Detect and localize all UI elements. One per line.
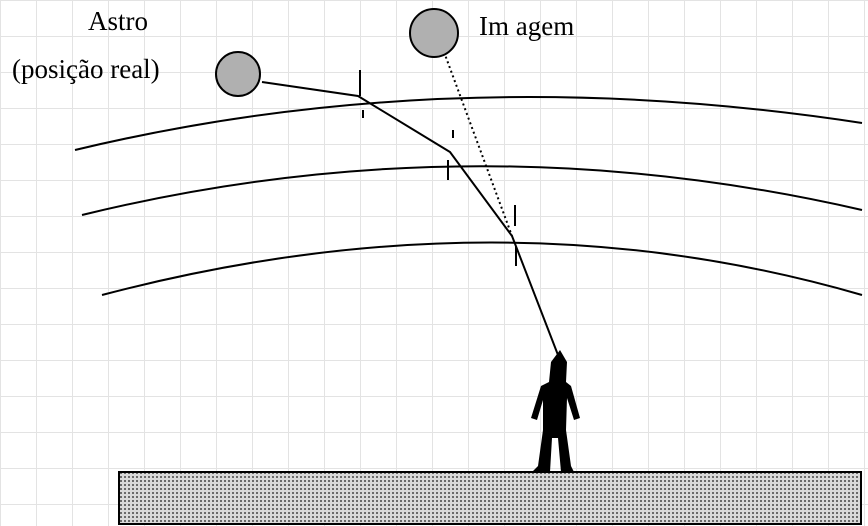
atmosphere-layer-top [74,96,863,151]
light-ray-path [261,81,559,356]
image-label: Im agem [479,11,574,41]
observer-figure [531,350,580,472]
ground [118,471,862,525]
apparent-line-of-sight [443,51,513,237]
atmosphere-layer-bottom [101,241,863,296]
atmosphere-layer-middle [81,165,863,216]
star-subtitle-label: (posição real) [12,54,160,84]
star-title-label: Astro [88,6,148,36]
star-image [409,8,459,58]
star-real-position [215,51,261,97]
